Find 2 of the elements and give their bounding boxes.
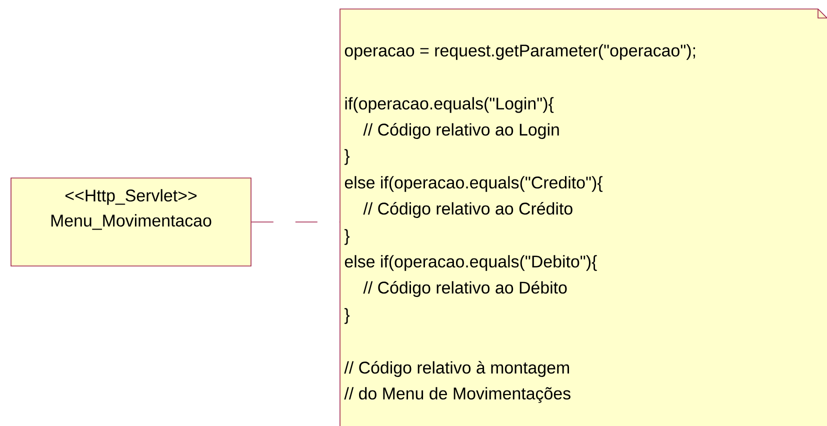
class-box: <<Http_Servlet>> Menu_Movimentacao (10, 178, 252, 266)
note-box: operacao = request.getParameter("operacao"); if(operacao.equals("Login"){ // Código relativo ao Login } else if(operacao.equals("Credito"){ // Código relativo ao Crédito } else if(operacao.equals("Debito"){ // Código relativo ao Débito } // Código relativo à montagem // do Menu de Movimentações (340, 8, 827, 426)
